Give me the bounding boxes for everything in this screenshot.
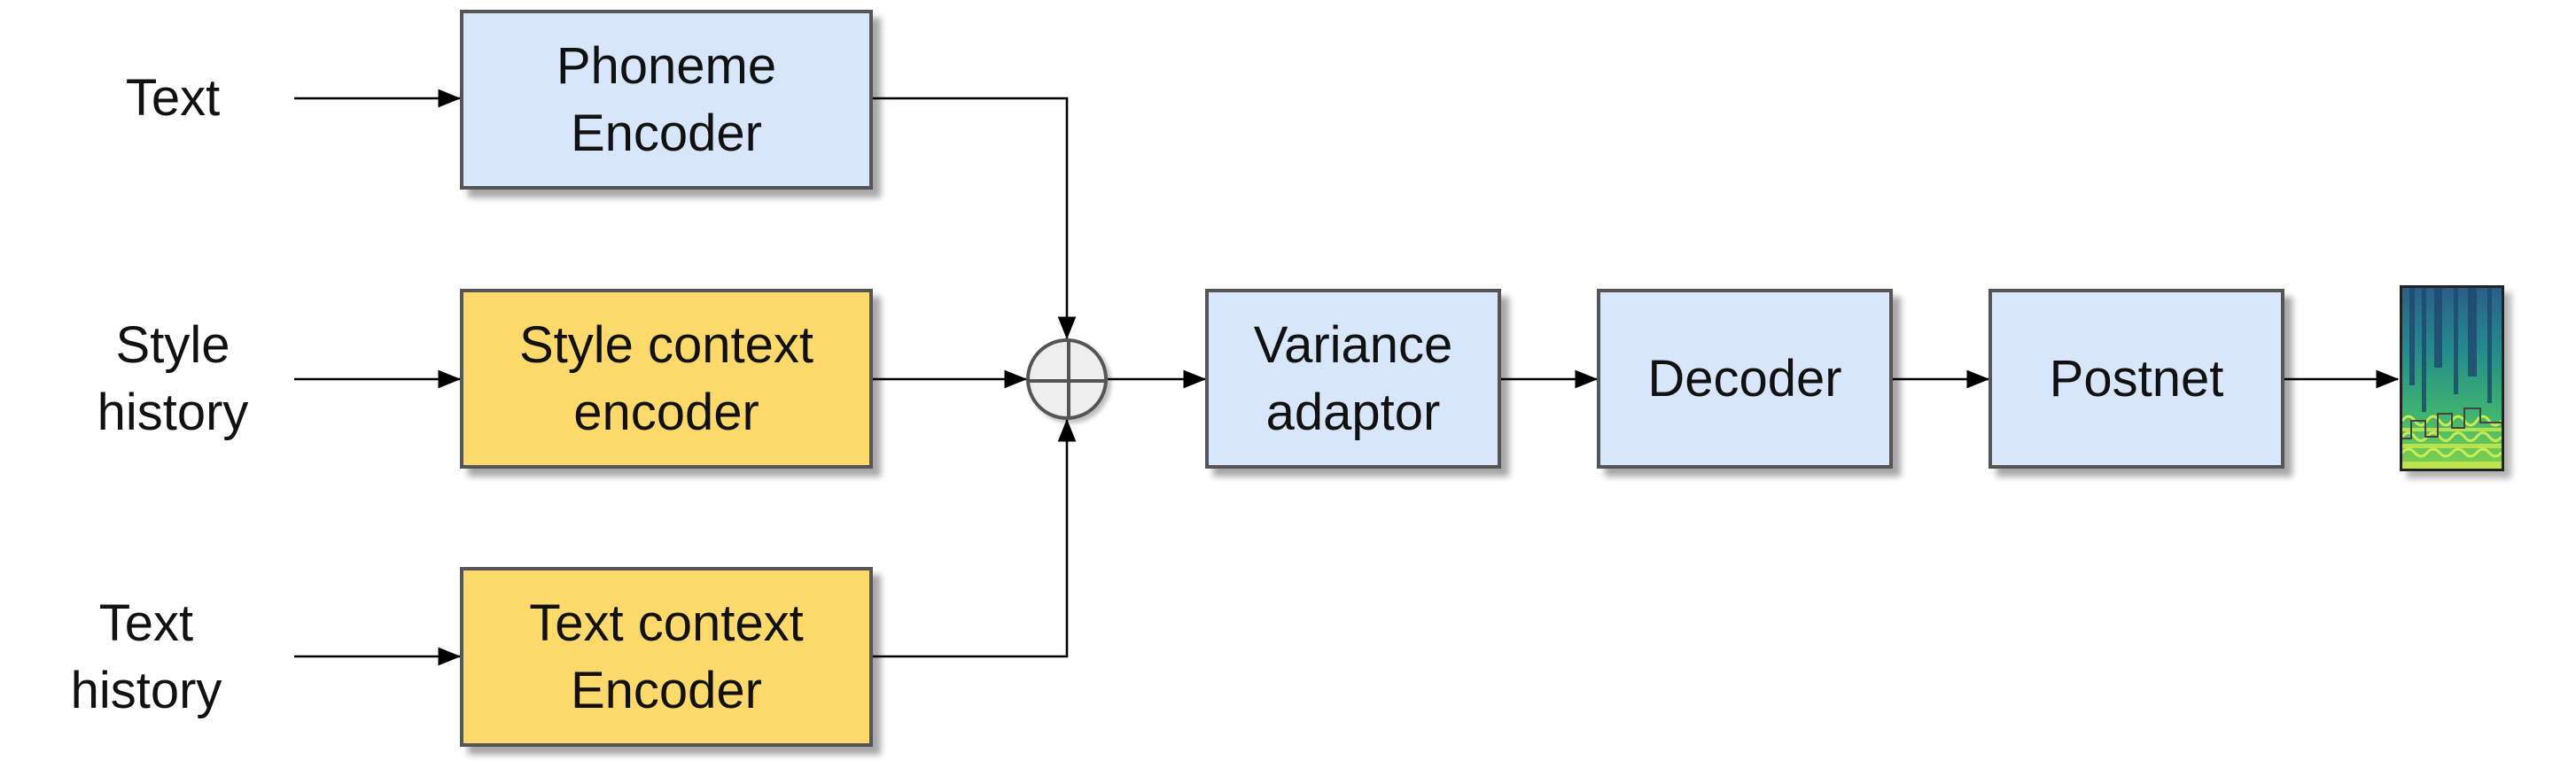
decoder-block: Decoder: [1597, 289, 1893, 469]
text-context-encoder-label: Text context Encoder: [529, 594, 804, 719]
arrow-phoneme-encoder-to-sum: [873, 97, 1077, 340]
arrow-text-context-encoder-to-sum: [873, 418, 1077, 658]
phoneme-encoder-block: Phoneme Encoder: [460, 10, 873, 190]
postnet-label: Postnet: [2049, 349, 2224, 408]
style-context-encoder-block: Style context encoder: [460, 289, 873, 469]
variance-adaptor-block: Variance adaptor: [1205, 289, 1501, 469]
input-style-history: Style history: [97, 316, 249, 441]
style-context-encoder-label: Style context encoder: [518, 315, 814, 441]
text-context-encoder-block: Text context Encoder: [460, 567, 873, 747]
mel-spectrogram-icon: [2400, 285, 2504, 471]
variance-adaptor-label: Variance adaptor: [1253, 315, 1453, 441]
input-text: Text: [125, 69, 221, 127]
circled-plus-icon: [1026, 338, 1108, 420]
decoder-label: Decoder: [1647, 349, 1842, 408]
postnet-block: Postnet: [1988, 289, 2284, 469]
phoneme-encoder-label: Phoneme Encoder: [556, 36, 777, 162]
input-text-history: Text history: [70, 594, 222, 719]
